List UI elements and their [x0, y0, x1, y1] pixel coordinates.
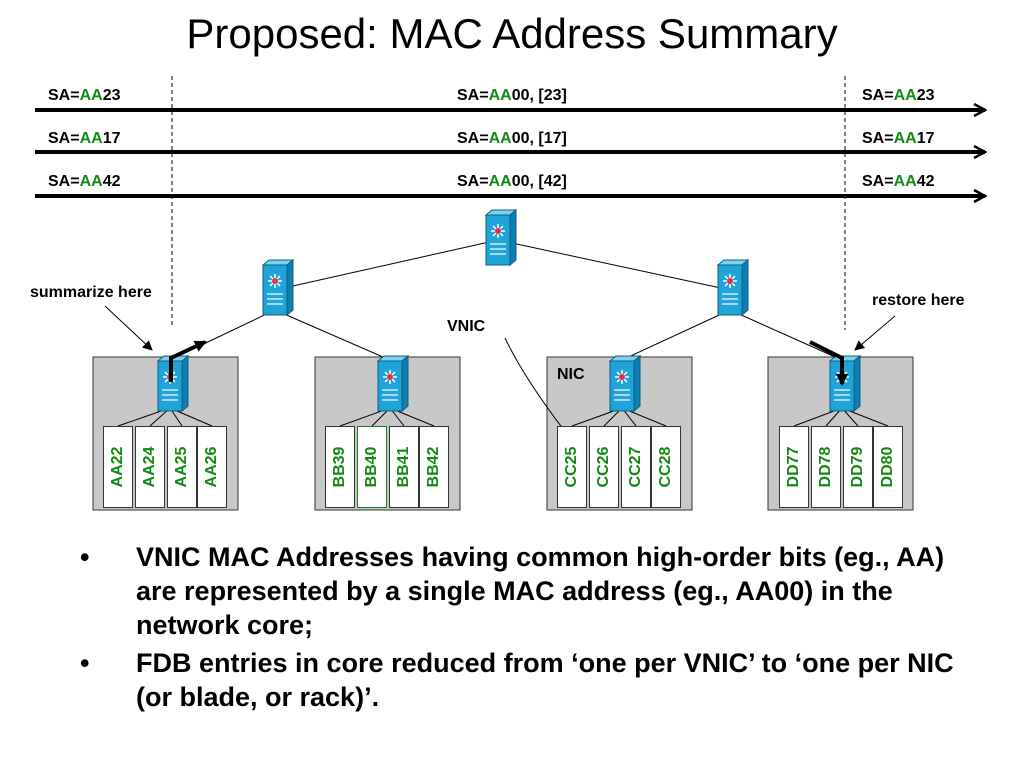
vnic-cell: CC25	[557, 426, 587, 508]
summarize-label: summarize here	[30, 284, 152, 301]
vnic-cell: BB40	[357, 426, 387, 508]
bullet-text: FDB entries in core reduced from ‘one pe…	[136, 648, 954, 712]
vnic-cell: DD78	[811, 426, 841, 508]
restore-callout-arrow	[854, 315, 896, 351]
vnic-label: VNIC	[447, 318, 486, 335]
bullet-item: • FDB entries in core reduced from ‘one …	[78, 646, 978, 714]
sa-label-left-2: SA=AA17	[48, 130, 121, 147]
restore-label: restore here	[872, 292, 965, 309]
vnic-cell: CC26	[589, 426, 619, 508]
vnic-cell: CC28	[651, 426, 681, 508]
sa-label-mid-1: SA=AA00, [23]	[457, 87, 567, 104]
summarize-callout-arrow	[104, 305, 153, 351]
sa-label-left-3: SA=AA42	[48, 173, 121, 190]
sa-label-mid-2: SA=AA00, [17]	[457, 130, 567, 147]
bullet-item: • VNIC MAC Addresses having common high-…	[78, 540, 978, 642]
vnic-cell: AA26	[197, 426, 227, 508]
sa-label-right-1: SA=AA23	[862, 87, 935, 104]
vnic-cell: AA25	[167, 426, 197, 508]
vnic-cell: BB42	[419, 426, 449, 508]
nic-switch-2-icon	[377, 355, 409, 412]
nic-switch-4-icon	[829, 355, 861, 412]
vnic-cell: BB39	[325, 426, 355, 508]
summarize-path-arrow	[169, 340, 207, 382]
sa-label-right-3: SA=AA42	[862, 173, 935, 190]
vnic-cell: DD80	[873, 426, 903, 508]
nic-switch-3-icon	[609, 355, 641, 412]
bullet-list: • VNIC MAC Addresses having common high-…	[78, 540, 978, 714]
sa-label-left-1: SA=AA23	[48, 87, 121, 104]
vnic-callout-arrow	[504, 337, 571, 439]
core-switch-icon	[485, 209, 517, 266]
vnic-cell: DD79	[843, 426, 873, 508]
sa-label-right-2: SA=AA17	[862, 130, 935, 147]
sa-label-mid-3: SA=AA00, [42]	[457, 173, 567, 190]
vnic-cell: CC27	[621, 426, 651, 508]
vnic-cell: AA24	[135, 426, 165, 508]
bullet-text: VNIC MAC Addresses having common high-or…	[136, 542, 945, 640]
agg-switch-left-icon	[262, 259, 294, 316]
page-title: Proposed: MAC Address Summary	[186, 10, 838, 57]
bullet-symbol: •	[80, 648, 90, 678]
agg-switch-right-icon	[717, 259, 749, 316]
vnic-cell: BB41	[389, 426, 419, 508]
vnic-cell: DD77	[779, 426, 809, 508]
vnic-cell: AA22	[103, 426, 133, 508]
restore-path-arrow	[809, 340, 848, 386]
nic-label: NIC	[557, 366, 585, 383]
bullet-symbol: •	[80, 542, 90, 572]
